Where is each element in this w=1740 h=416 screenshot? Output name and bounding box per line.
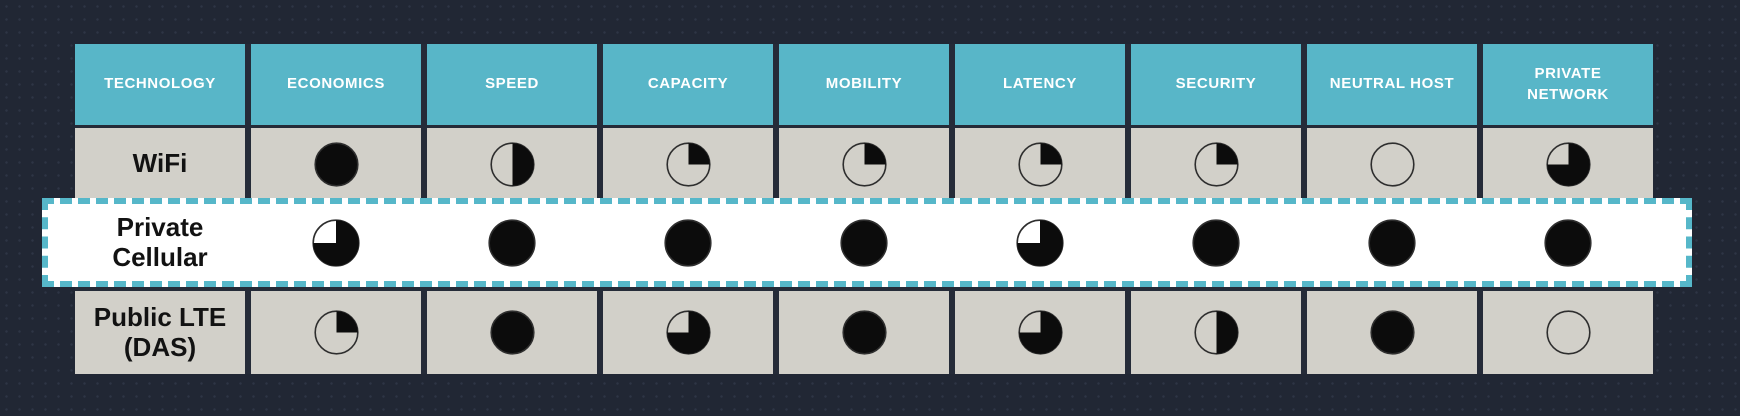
- column-header-latency: LATENCY: [955, 44, 1125, 125]
- column-header-speed: SPEED: [427, 44, 597, 125]
- score-cell-wifi-speed: [427, 128, 597, 200]
- score-cell-wifi-security: [1131, 128, 1301, 200]
- harvey-ball-50-pct-icon: [1193, 310, 1239, 355]
- column-header-technology: TECHNOLOGY: [75, 44, 245, 125]
- score-cell-wifi-economics: [251, 128, 421, 200]
- harvey-ball-100-pct-icon: [1192, 218, 1240, 267]
- column-header-label: LATENCY: [1003, 75, 1077, 93]
- harvey-ball-0-pct-icon: [1545, 310, 1591, 355]
- column-header-security: SECURITY: [1131, 44, 1301, 125]
- column-header-label: TECHNOLOGY: [104, 75, 216, 93]
- score-cell-private-cellular-latency: [955, 204, 1125, 281]
- harvey-ball-25-pct-icon: [665, 141, 711, 187]
- column-header-label: SPEED: [485, 75, 539, 93]
- score-cell-private-cellular-neutral-host: [1307, 204, 1477, 281]
- score-cell-private-cellular-mobility: [779, 204, 949, 281]
- harvey-ball-100-pct-icon: [841, 310, 887, 355]
- score-cell-wifi-private-network: [1483, 128, 1653, 200]
- score-cell-public-lte-das-private-network: [1483, 291, 1653, 374]
- column-header-label: CAPACITY: [647, 75, 729, 93]
- harvey-ball-100-pct-icon: [488, 218, 536, 267]
- harvey-ball-0-pct-icon: [1369, 141, 1415, 187]
- harvey-ball-100-pct-icon: [489, 310, 535, 355]
- harvey-ball-100-pct-icon: [840, 218, 888, 267]
- score-cell-private-cellular-speed: [427, 204, 597, 281]
- score-cell-public-lte-das-security: [1131, 291, 1301, 374]
- column-header-label: PRIVATE NETWORK: [1527, 65, 1609, 103]
- column-header-mobility: MOBILITY: [779, 44, 949, 125]
- score-cell-public-lte-das-economics: [251, 291, 421, 374]
- score-cell-wifi-capacity: [603, 128, 773, 200]
- harvey-ball-25-pct-icon: [313, 310, 359, 355]
- score-cell-public-lte-das-latency: [955, 291, 1125, 374]
- highlighted-row-grid: Private Cellular: [75, 204, 1653, 281]
- harvey-ball-100-pct-icon: [1369, 310, 1415, 355]
- column-header-economics: ECONOMICS: [251, 44, 421, 125]
- technology-label: WiFi: [132, 148, 188, 179]
- row-header-wifi: WiFi: [75, 128, 245, 200]
- column-header-private-network: PRIVATE NETWORK: [1483, 44, 1653, 125]
- technology-comparison-table: TECHNOLOGY ECONOMICS SPEED CAPACITY MOBILITY…: [75, 44, 1653, 374]
- harvey-ball-100-pct-icon: [1368, 218, 1416, 267]
- harvey-ball-75-pct-icon: [1017, 310, 1063, 355]
- harvey-ball-100-pct-icon: [313, 141, 359, 187]
- harvey-ball-100-pct-icon: [1544, 218, 1592, 267]
- column-header-label: SECURITY: [1175, 75, 1257, 93]
- score-cell-wifi-mobility: [779, 128, 949, 200]
- harvey-ball-100-pct-icon: [664, 218, 712, 267]
- row-header-private-cellular: Private Cellular: [75, 204, 245, 281]
- column-header-label: NEUTRAL HOST: [1329, 75, 1455, 93]
- harvey-ball-75-pct-icon: [1545, 141, 1591, 187]
- column-header-label: MOBILITY: [825, 75, 903, 93]
- harvey-ball-75-pct-icon: [1016, 218, 1064, 267]
- technology-label: Public LTE (DAS): [93, 301, 227, 362]
- score-cell-public-lte-das-mobility: [779, 291, 949, 374]
- score-cell-private-cellular-economics: [251, 204, 421, 281]
- technology-label: Private Cellular: [112, 211, 208, 272]
- harvey-ball-25-pct-icon: [841, 141, 887, 187]
- harvey-ball-25-pct-icon: [1017, 141, 1063, 187]
- row-header-public-lte-das: Public LTE (DAS): [75, 291, 245, 374]
- score-cell-private-cellular-security: [1131, 204, 1301, 281]
- column-header-neutral-host: NEUTRAL HOST: [1307, 44, 1477, 125]
- harvey-ball-25-pct-icon: [1193, 141, 1239, 187]
- score-cell-wifi-latency: [955, 128, 1125, 200]
- score-cell-public-lte-das-capacity: [603, 291, 773, 374]
- score-cell-wifi-neutral-host: [1307, 128, 1477, 200]
- highlighted-row-private-cellular[interactable]: Private Cellular: [42, 198, 1692, 287]
- score-cell-public-lte-das-speed: [427, 291, 597, 374]
- harvey-ball-75-pct-icon: [312, 218, 360, 267]
- column-header-capacity: CAPACITY: [603, 44, 773, 125]
- column-header-label: ECONOMICS: [287, 75, 385, 93]
- harvey-ball-75-pct-icon: [665, 310, 711, 355]
- harvey-ball-50-pct-icon: [489, 141, 535, 187]
- score-cell-public-lte-das-neutral-host: [1307, 291, 1477, 374]
- score-cell-private-cellular-capacity: [603, 204, 773, 281]
- score-cell-private-cellular-private-network: [1483, 204, 1653, 281]
